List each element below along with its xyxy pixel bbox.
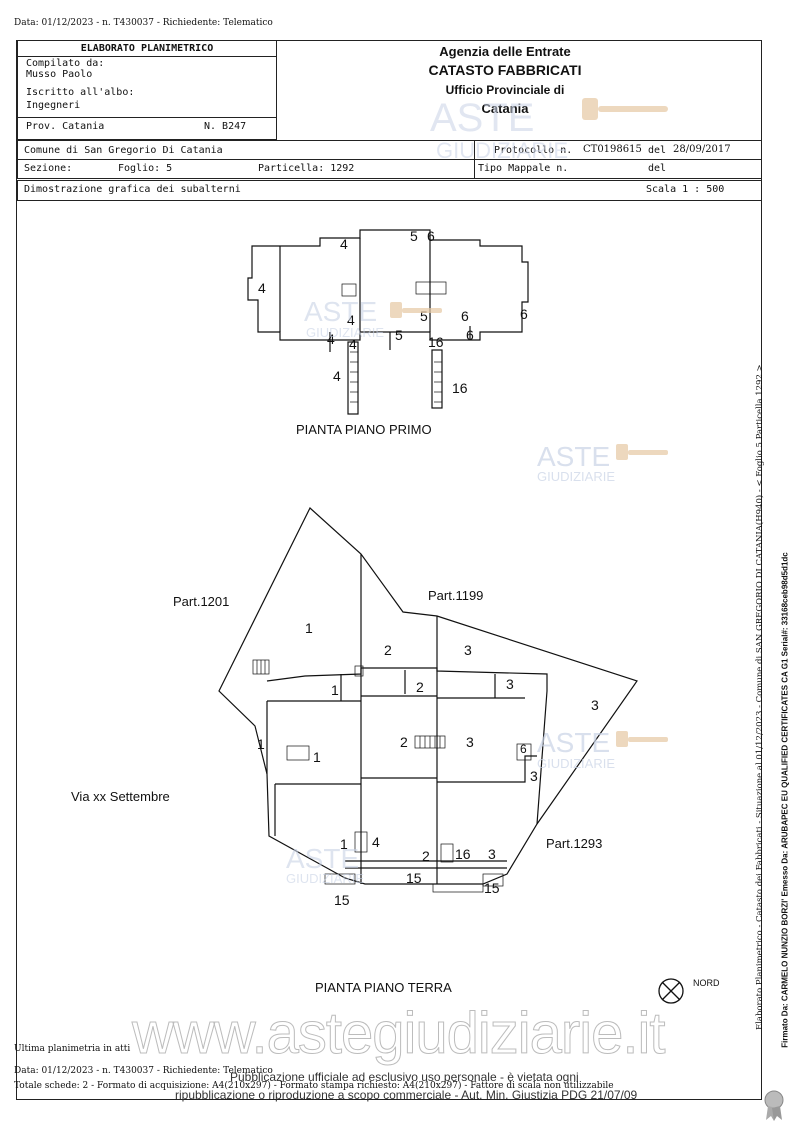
particella-label: Particella: 1292: [258, 163, 355, 174]
terra-label: 1: [305, 620, 313, 636]
pub-line2: ripubblicazione o riproduzione a scopo c…: [175, 1088, 638, 1102]
gavel-icon: [616, 731, 668, 747]
document-frame: [16, 40, 762, 1100]
tipo-mappale-label: Tipo Mappale n.: [478, 163, 569, 174]
agency-line3: Ufficio Provinciale di: [445, 83, 565, 97]
primo-label: 4: [258, 280, 266, 296]
primo-label: 4: [327, 331, 335, 347]
north-arrow-icon: [658, 978, 684, 1004]
gavel-icon: [582, 98, 668, 120]
protocollo-value: CT0198615: [583, 144, 642, 155]
terra-label: 3: [466, 734, 474, 750]
agency-line1: Agenzia delle Entrate: [439, 44, 571, 59]
gavel-icon: [390, 302, 442, 318]
agency-line2: CATASTO FABBRICATI: [428, 62, 582, 78]
compilato-value: Musso Paolo: [26, 69, 93, 80]
terra-label: 3: [530, 768, 538, 784]
terra-label: 15: [484, 880, 500, 896]
foglio-label: Foglio: 5: [118, 163, 173, 174]
elaborato-box: ELABORATO PLANIMETRICO Compilato da: Mus…: [17, 40, 277, 140]
del-label: del: [648, 145, 667, 156]
side-vertical-text: Elaborato Planimetrico - Catasto dei Fab…: [755, 364, 765, 1030]
part-1293-label: Part.1293: [546, 836, 603, 851]
watermark-giudiziarie: GIUDIZIARIE: [436, 138, 569, 163]
part-1201-label: Part.1201: [173, 594, 230, 609]
primo-label: 5: [420, 308, 428, 324]
scala-label: Scala 1 : 500: [646, 184, 725, 195]
primo-label: 6: [461, 308, 469, 324]
watermark-aste: ASTE: [537, 727, 611, 758]
watermark-aste: ASTE: [430, 96, 535, 140]
primo-label: 5: [395, 327, 403, 343]
agency-line4: Catania: [481, 101, 529, 116]
side-signature-text: Firmato Da: CARMELO NUNZIO BORZI' Emesso…: [780, 552, 790, 1048]
terra-label: 4: [372, 834, 380, 850]
terra-label: 3: [591, 697, 599, 713]
footer-line2: Totale schede: 2 - Formato di acquisizio…: [14, 1081, 614, 1091]
primo-label: 4: [349, 336, 357, 352]
terra-label: 2: [416, 679, 424, 695]
sezione-label: Sezione:: [24, 163, 73, 174]
iscritto-value: Ingegneri: [26, 100, 81, 111]
terra-label: 3: [488, 846, 496, 862]
terra-title: PIANTA PIANO TERRA: [315, 980, 452, 995]
pub-line1: Pubblicazione ufficiale ad esclusivo uso…: [230, 1070, 579, 1084]
terra-label: 1: [313, 749, 321, 765]
comune-label: Comune di San Gregorio Di Catania: [24, 145, 223, 156]
info-hline: [18, 159, 761, 160]
watermark-giudiziarie: GIUDIZIARIE: [286, 871, 365, 886]
primo-label: 4: [333, 368, 341, 384]
terra-label: 2: [400, 734, 408, 750]
dimostrazione-label: Dimostrazione grafica dei subalterni: [24, 184, 241, 195]
tipo-del-label: del: [648, 163, 667, 174]
terra-label: 15: [406, 870, 422, 886]
del-value: 28/09/2017: [673, 144, 731, 155]
terra-label: 2: [384, 642, 392, 658]
terra-label: 15: [334, 892, 350, 908]
pianta-primo-drawing: [247, 229, 529, 415]
terra-label: 1: [331, 682, 339, 698]
primo-label: 16: [428, 334, 444, 350]
elaborato-title: ELABORATO PLANIMETRICO: [18, 41, 276, 57]
primo-label: 16: [452, 380, 468, 396]
watermark-giudiziarie: GIUDIZIARIE: [306, 325, 385, 340]
terra-label: 1: [257, 736, 265, 752]
primo-label: 5: [410, 228, 418, 244]
watermark-aste: ASTE: [286, 843, 360, 874]
left-box-divider: [18, 117, 276, 118]
terra-label: 1: [340, 836, 348, 852]
ultima-planimetria: Ultima planimetria in atti: [14, 1044, 131, 1054]
numero-label: N. B247: [204, 121, 247, 132]
nord-label: NORD: [693, 978, 720, 988]
prov-label: Prov. Catania: [26, 121, 105, 132]
compilato-label: Compilato da:: [26, 58, 105, 69]
watermark-giudiziarie: GIUDIZIARIE: [537, 756, 616, 771]
footer-line1: Data: 01/12/2023 - n. T430037 - Richiede…: [14, 1066, 273, 1076]
iscritto-label: Iscritto all'albo:: [26, 87, 135, 98]
terra-label: 3: [464, 642, 472, 658]
dimostrazione-row: Dimostrazione grafica dei subalterni Sca…: [17, 180, 762, 201]
street-label: Via xx Settembre: [71, 789, 170, 804]
terra-label: 2: [422, 848, 430, 864]
primo-label: 6: [520, 306, 528, 322]
part-1199-label: Part.1199: [428, 588, 484, 603]
watermark-aste: ASTE: [537, 441, 611, 472]
terra-label: 3: [506, 676, 514, 692]
info-row: Comune di San Gregorio Di Catania Sezion…: [17, 140, 762, 179]
pianta-terra-drawing: [218, 507, 638, 893]
terra-label: 16: [455, 846, 471, 862]
watermark-aste: ASTE: [304, 296, 378, 327]
primo-label: 6: [466, 327, 474, 343]
primo-label: 4: [347, 312, 355, 328]
seal-icon: [764, 1090, 784, 1121]
primo-title: PIANTA PIANO PRIMO: [296, 422, 432, 437]
primo-label: 4: [340, 236, 348, 252]
watermark-giudiziarie: GIUDIZIARIE: [537, 469, 616, 484]
terra-label: 6: [520, 742, 527, 756]
gavel-icon: [616, 444, 668, 460]
header-top: Data: 01/12/2023 - n. T430037 - Richiede…: [14, 18, 273, 28]
watermark-site: www.astegiudiziarie.it: [131, 1001, 665, 1067]
primo-label: 6: [427, 228, 435, 244]
protocollo-label: Protocollo n.: [494, 145, 573, 156]
